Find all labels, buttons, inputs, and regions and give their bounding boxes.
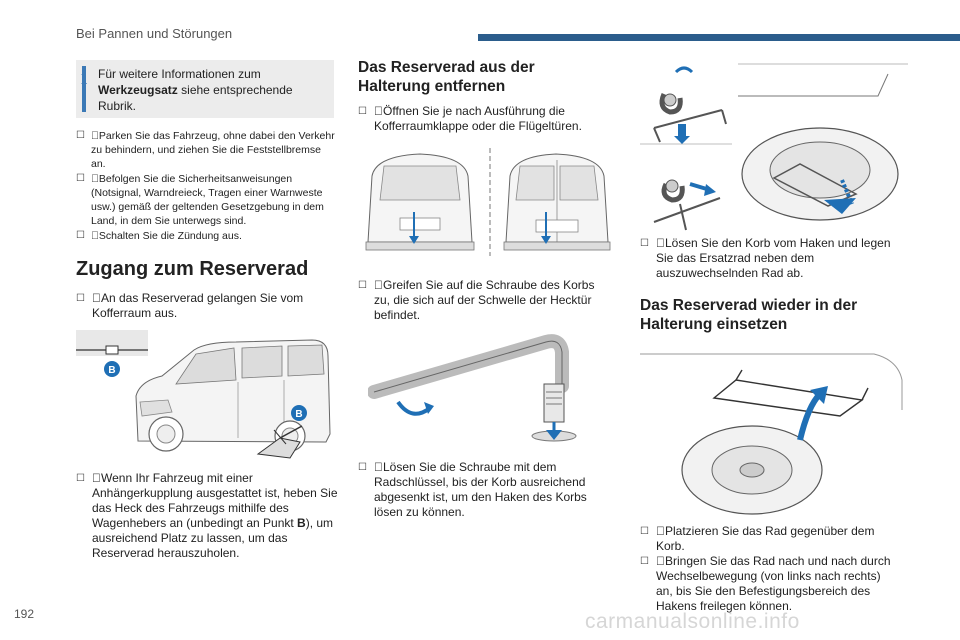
info-box: i Für weitere Informationen zum Werkzeug…: [76, 60, 334, 118]
info-rest: siehe entsprechende Rubrik.: [98, 83, 293, 113]
zugang-heading: Zugang zum Reserverad: [76, 258, 309, 280]
einsetzen-steps: ☐Platzieren Sie das Rad gegenüber dem Ko…: [640, 524, 891, 613]
bullet-marker-icon: ☐: [640, 238, 649, 249]
svg-text:B: B: [295, 409, 302, 420]
bullet-marker-icon: ☐: [76, 230, 85, 241]
info-bold: Werkzeugsatz: [98, 83, 178, 97]
bullet-marker-icon: ☐: [76, 173, 85, 184]
bullet-marker-icon: ☐: [358, 462, 367, 473]
bullet-marker-icon: ☐: [358, 280, 367, 291]
entfernen-step3: ☐Lösen Sie die Schraube mit dem Radschlü…: [358, 460, 587, 519]
list-item: ☐Befolgen Sie die Sicherheitsanweisungen…: [76, 173, 324, 227]
entfernen-step2: ☐Greifen Sie auf die Schraube des Korbs …: [358, 278, 595, 322]
rear-doors-illustration: [365, 148, 611, 256]
marker-b-label: B: [108, 365, 115, 376]
spare-wheel-under-vehicle-illustration: [738, 63, 908, 221]
page-number: 192: [14, 607, 35, 621]
entfernen-step4: ☐Lösen Sie den Korb vom Haken und legen …: [640, 236, 891, 280]
zugang-step1: ☐An das Reserverad gelangen Sie vom Koff…: [76, 291, 304, 320]
van-jack-illustration: B B: [76, 330, 331, 459]
header-bar: [478, 34, 960, 41]
section-title: Bei Pannen und Störungen: [76, 26, 233, 41]
watermark: carmanualsonline.info: [585, 610, 800, 633]
zugang-step2: ☐Wenn Ihr Fahrzeug mit einer Anhängerkup…: [76, 471, 338, 560]
bullet-marker-icon: ☐: [640, 556, 649, 567]
bullet-marker-icon: ☐: [76, 473, 85, 484]
info-icon: i: [81, 64, 88, 89]
rear-tailgate: [365, 153, 475, 251]
info-icon-bar: [82, 66, 86, 112]
bullet-marker-icon: ☐: [76, 130, 85, 141]
bullet-marker-icon: ☐: [640, 526, 649, 537]
hook-release-illustration: [640, 54, 732, 231]
preparation-list: ☐Parken Sie das Fahrzeug, ohne dabei den…: [76, 129, 338, 243]
rear-barn-doors: [503, 153, 611, 251]
list-item: ☐Schalten Sie die Zündung aus.: [76, 230, 242, 242]
list-item: ☐Parken Sie das Fahrzeug, ohne dabei den…: [76, 130, 335, 170]
bullet-marker-icon: ☐: [76, 293, 85, 304]
entfernen-step1: ☐Öffnen Sie je nach Ausführung die Koffe…: [358, 104, 582, 133]
marker-b-badge-van: [291, 405, 307, 421]
bullet-marker-icon: ☐: [358, 106, 367, 117]
info-line1: Für weitere Informationen zum: [98, 67, 261, 81]
wheel-wrench-illustration: [368, 334, 577, 442]
info-text: Für weitere Informationen zum Werkzeugsa…: [98, 66, 328, 114]
marker-b-badge: [104, 361, 120, 377]
wheel-reinsertion-illustration: [640, 353, 903, 515]
